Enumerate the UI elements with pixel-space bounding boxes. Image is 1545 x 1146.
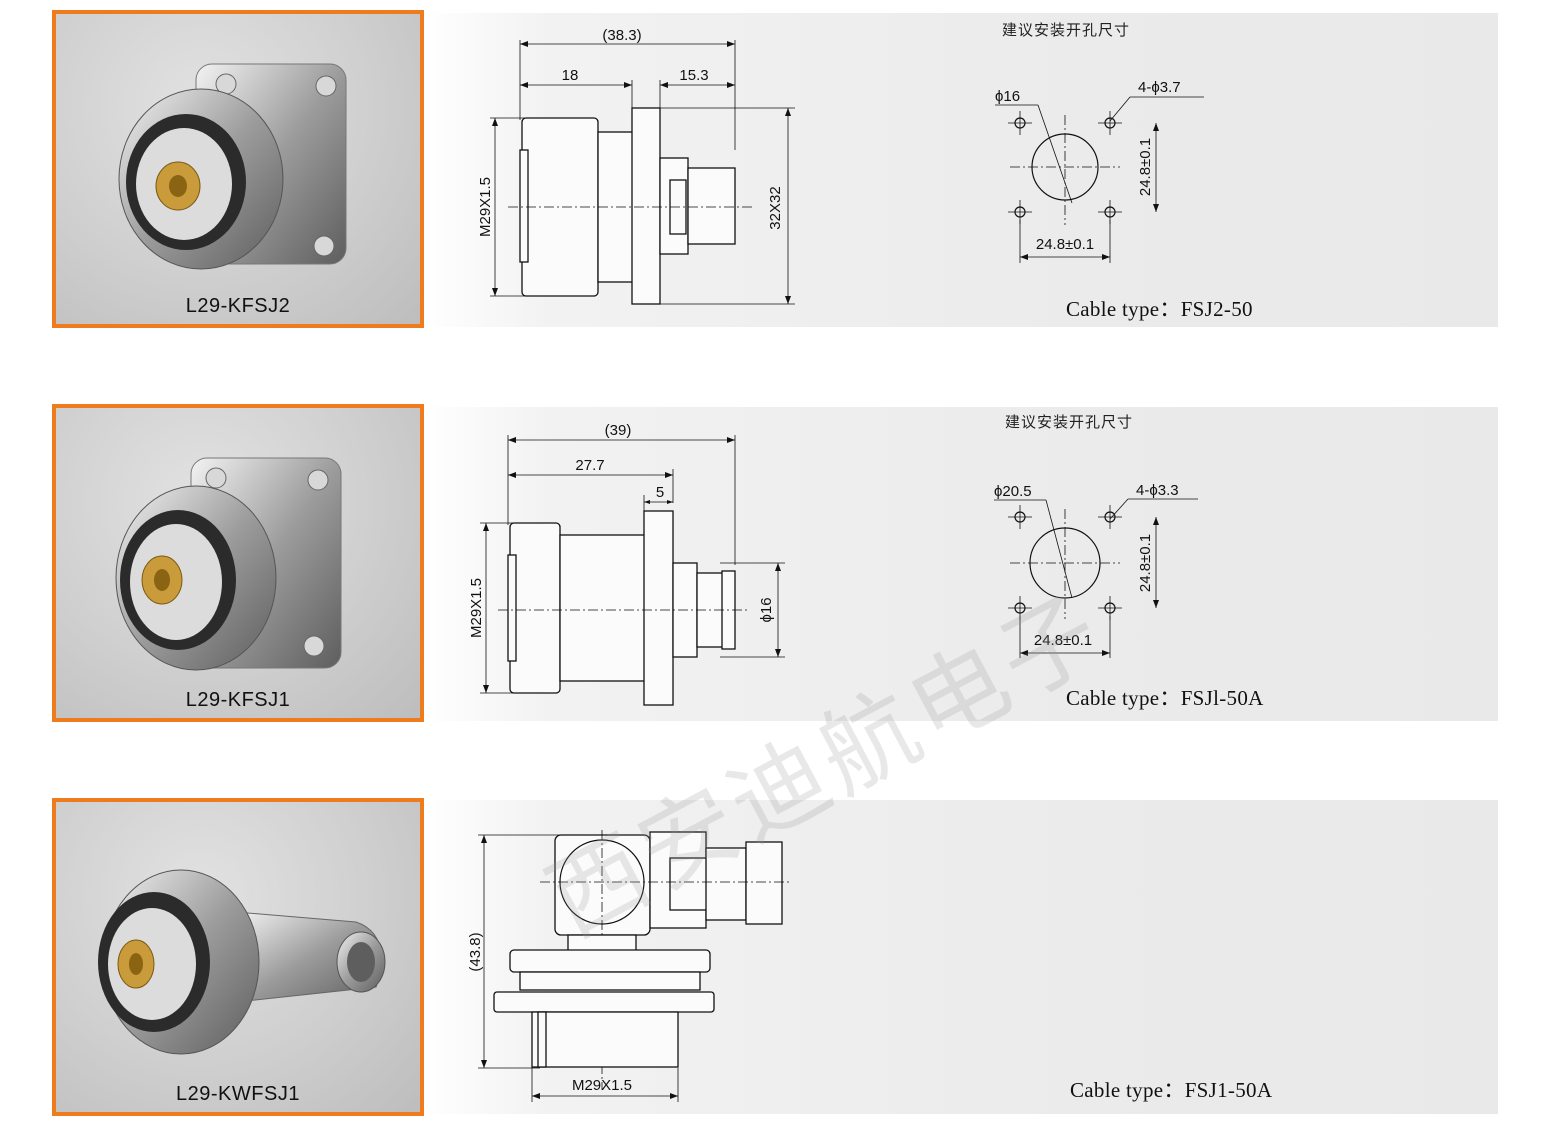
cable-type-value: FSJ1-50A: [1184, 1078, 1273, 1102]
connector-side-drawing: (43.8) M29X1.5: [467, 830, 790, 1102]
product-photo: L29-KFSJ1: [52, 404, 424, 722]
dim-flange: 32X32: [767, 186, 784, 229]
hole-v-spacing: 24.8±0.1: [1137, 534, 1154, 592]
install-note: 建议安装开孔尺寸: [1002, 21, 1130, 39]
product-photo: L29-KWFSJ1: [52, 798, 424, 1116]
dim-height: (43.8): [467, 932, 484, 971]
model-label: L29-KFSJ1: [185, 689, 291, 711]
dim-thread: M29X1.5: [468, 578, 485, 638]
hole-center-dia: ϕ20.5: [994, 483, 1032, 500]
mounting-hole-drawing: 建议安装开孔尺寸 ϕ20.5 4-ϕ3.3 24.8±0.1 24.8±0.1: [994, 413, 1198, 658]
connector-image: [118, 63, 347, 270]
hole-center-dia: ϕ16: [995, 88, 1020, 105]
connector-side-drawing: (39) 27.7 5 M29X1.5 ϕ16: [468, 422, 785, 706]
cable-type-label: Cable type：: [1066, 686, 1181, 710]
dim-body: 27.7: [575, 457, 604, 474]
cable-type: Cable type：FSJ1-50A: [1070, 1074, 1272, 1104]
hole-v-spacing: 24.8±0.1: [1137, 138, 1154, 196]
cable-type-label: Cable type：: [1070, 1078, 1185, 1102]
cable-type-value: FSJ2-50: [1180, 297, 1253, 321]
mounting-hole-drawing: 建议安装开孔尺寸 ϕ16 4-ϕ3.7 24.8±0.1 24.8±0.1: [995, 21, 1204, 263]
model-label: L29-KFSJ2: [185, 295, 291, 317]
dim-thread: M29X1.5: [572, 1077, 632, 1094]
hole-spec: 4-ϕ3.7: [1138, 79, 1181, 96]
dim-overall: (38.3): [602, 27, 641, 44]
model-label: L29-KWFSJ1: [176, 1083, 300, 1105]
dim-body: 18: [562, 67, 579, 84]
install-note: 建议安装开孔尺寸: [1005, 413, 1133, 431]
dim-overall: (39): [605, 422, 632, 439]
hole-h-spacing: 24.8±0.1: [1034, 632, 1092, 649]
cable-type-label: Cable type：: [1066, 297, 1181, 321]
dim-rear-dia: ϕ16: [758, 597, 775, 622]
cable-type: Cable type：FSJ2-50: [1066, 293, 1253, 323]
cable-type: Cable type：FSJl-50A: [1066, 682, 1264, 712]
dim-thread: M29X1.5: [477, 177, 494, 237]
hole-h-spacing: 24.8±0.1: [1036, 236, 1094, 253]
hole-spec: 4-ϕ3.3: [1136, 482, 1179, 499]
connector-image: [98, 869, 386, 1055]
dim-rear: 15.3: [679, 67, 708, 84]
dim-flange-width: 5: [656, 484, 664, 501]
connector-image: [115, 457, 342, 671]
cable-type-value: FSJl-50A: [1180, 686, 1264, 710]
product-photo: L29-KFSJ2: [52, 10, 424, 328]
connector-side-drawing: (38.3) 18 15.3 M29X1.5 32X32: [477, 27, 795, 305]
